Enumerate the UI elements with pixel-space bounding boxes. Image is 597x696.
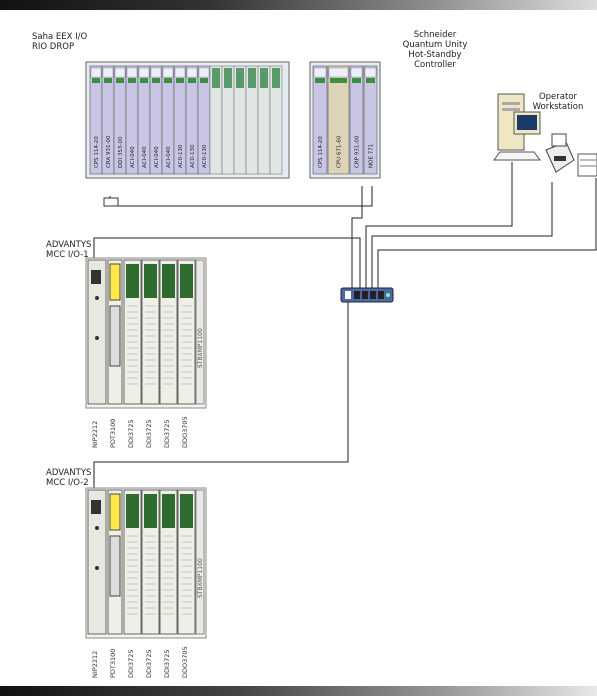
printer-cable (377, 178, 597, 290)
io-module: NOE 771 (363, 65, 378, 175)
rio-empty-slots (209, 65, 283, 175)
module-label: PDT3100 (109, 649, 117, 678)
controller-to-switch-cable (351, 186, 363, 290)
module-label: ACI-040 (142, 146, 148, 168)
operator-workstation-label: Operator Workstation (532, 92, 584, 112)
controller-module-group: CPS 114-20 CPU 671-60 CRP 931-00 NOE 771 (312, 65, 378, 175)
module-label: CPS 114-20 (318, 136, 324, 168)
module-label: ACI-040 (154, 146, 160, 168)
io-module: ACI-040 (149, 65, 163, 175)
mcc2-label: ADVANTYS MCC I/O-2 (46, 468, 92, 488)
io-module: AC0-130 (197, 65, 211, 175)
workstation-cable-1 (365, 162, 513, 290)
empty-slot (269, 65, 283, 175)
module-label: AC0-130 (190, 144, 196, 168)
rio-drop-rack: CPS 114-20 CRA 931-00 DDI 353-00 ACI-040 ACI… (85, 61, 290, 207)
module-label: PDT3100 (109, 419, 117, 448)
mcc1-label: ADVANTYS MCC I/O-1 (46, 240, 92, 260)
module-label: NIP2212 (91, 421, 99, 448)
io-module: ACI-040 (125, 65, 139, 175)
empty-slot (233, 65, 247, 175)
bottom-bar (0, 686, 597, 696)
top-bar (0, 0, 597, 10)
io-module: CRA 931-00 (101, 65, 115, 175)
io-module: AC0-130 (185, 65, 199, 175)
io-module: CPS 114-20 (89, 65, 103, 175)
module-label: ACI-040 (130, 146, 136, 168)
bus-end-plate: STBXMP1100 (195, 489, 205, 635)
island-side-label: STBXMP1100 (197, 558, 204, 598)
mcc1-cable (93, 237, 361, 290)
io-module (123, 489, 142, 635)
io-module (141, 489, 160, 635)
io-module: CPS 114-20 (312, 65, 328, 175)
rio-module-group: CPS 114-20 CRA 931-00 DDI 353-00 ACI-040 ACI… (89, 65, 211, 175)
io-module (177, 489, 196, 635)
io-module: ACI-040 (137, 65, 151, 175)
io-module (141, 259, 160, 405)
io-module (159, 489, 178, 635)
module-label: CPS 114-20 (94, 136, 100, 168)
empty-slot (257, 65, 271, 175)
module-label: CRA 931-00 (106, 135, 112, 168)
io-module (123, 259, 142, 405)
module-label: AC0-130 (202, 144, 208, 168)
module-label: DDI3725 (127, 650, 135, 678)
empty-slot (221, 65, 235, 175)
pdt-module (107, 489, 123, 635)
module-label: AC0-130 (178, 144, 184, 168)
io-module: DDI 353-00 (113, 65, 127, 175)
module-label: CRP 931-00 (355, 135, 361, 168)
nip-module (87, 489, 107, 635)
module-label: DDO3705 (181, 416, 189, 448)
module-label: ACI-040 (166, 146, 172, 168)
module-label: DDI 353-00 (118, 136, 124, 168)
module-label: DDI3725 (163, 650, 171, 678)
island-side-label: STBXMP1100 (197, 328, 204, 368)
module-label: CPU 671-60 (337, 135, 343, 168)
rio-drop-label: Saha EEX I/O RIO DROP (32, 32, 88, 52)
workstation-cable-2 (371, 182, 553, 290)
io-module: CPU 671-60 (327, 65, 350, 175)
module-label: DDI3725 (127, 420, 135, 448)
computer-icon (493, 93, 541, 161)
module-label: NOE 771 (369, 144, 375, 168)
connection-lines (93, 162, 597, 488)
bus-end-plate: STBXMP1100 (195, 259, 205, 405)
empty-slot (245, 65, 259, 175)
ethernet-switch (340, 287, 394, 303)
empty-slot (209, 65, 223, 175)
printer-icon (545, 133, 575, 173)
io-module (177, 259, 196, 405)
rio-cable (109, 186, 373, 207)
network-printer-icon (577, 153, 597, 177)
module-label: DDI3725 (145, 420, 153, 448)
module-label: NIP2212 (91, 651, 99, 678)
module-label: DDO3705 (181, 646, 189, 678)
mcc2-cable (93, 302, 349, 488)
module-label: DDI3725 (145, 650, 153, 678)
pdt-module (107, 259, 123, 405)
nip-module (87, 259, 107, 405)
io-module (159, 259, 178, 405)
io-module: ACI-040 (161, 65, 175, 175)
io-module: CRP 931-00 (349, 65, 364, 175)
controller-rack: CPS 114-20 CPU 671-60 CRP 931-00 NOE 771 (309, 61, 381, 179)
io-module: AC0-130 (173, 65, 187, 175)
module-label: DDI3725 (163, 420, 171, 448)
controller-label: Schneider Quantum Unity Hot-Standby Cont… (402, 30, 468, 70)
